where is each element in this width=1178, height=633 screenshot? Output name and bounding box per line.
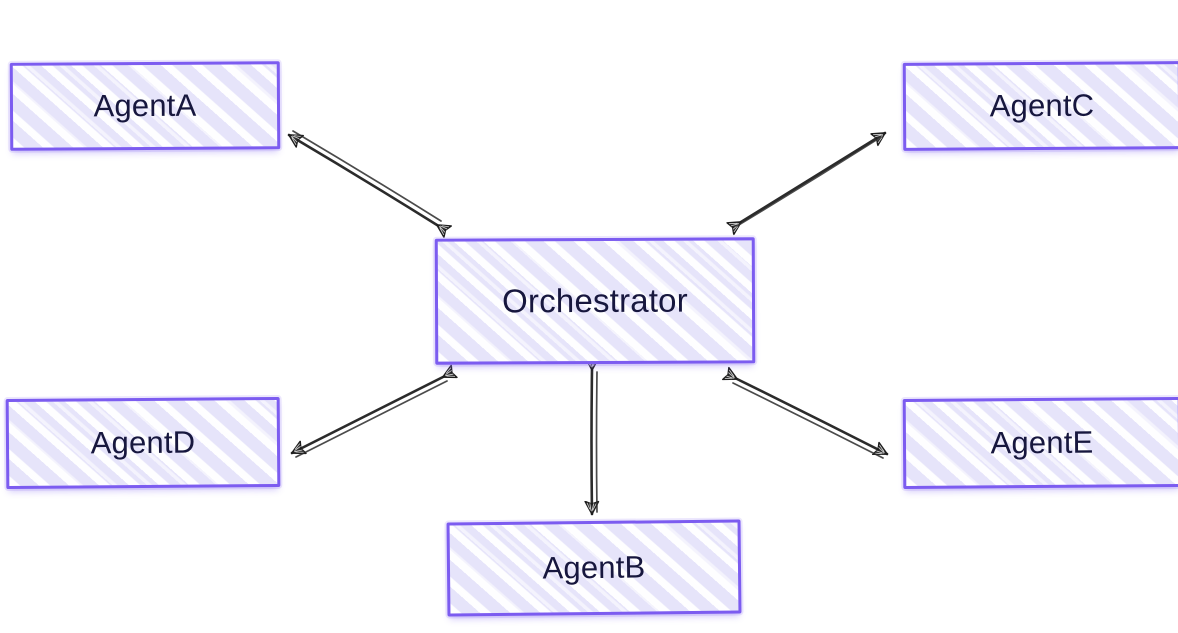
edge-orchestrator-agentC: [737, 131, 887, 226]
edge-orchestrator-agentE: [733, 379, 889, 459]
edge-orchestrator-agentA: [287, 130, 441, 225]
node-orchestrator[interactable]: Orchestrator: [434, 237, 756, 365]
node-agentb[interactable]: AgentB: [446, 519, 742, 617]
node-agentc[interactable]: AgentC: [902, 61, 1178, 151]
edge-orchestrator-agentD: [290, 377, 447, 458]
node-agenta[interactable]: AgentA: [9, 61, 281, 151]
node-agentc-label: AgentC: [989, 87, 1095, 124]
node-agente[interactable]: AgentE: [902, 397, 1178, 489]
edge-orchestrator-agentB: [592, 370, 598, 516]
node-agentd-label: AgentD: [90, 424, 196, 461]
node-agenta-label: AgentA: [93, 87, 197, 124]
node-orchestrator-label: Orchestrator: [502, 281, 688, 320]
node-agentb-label: AgentB: [542, 549, 646, 586]
node-agente-label: AgentE: [990, 424, 1094, 461]
node-agentd[interactable]: AgentD: [5, 396, 281, 490]
